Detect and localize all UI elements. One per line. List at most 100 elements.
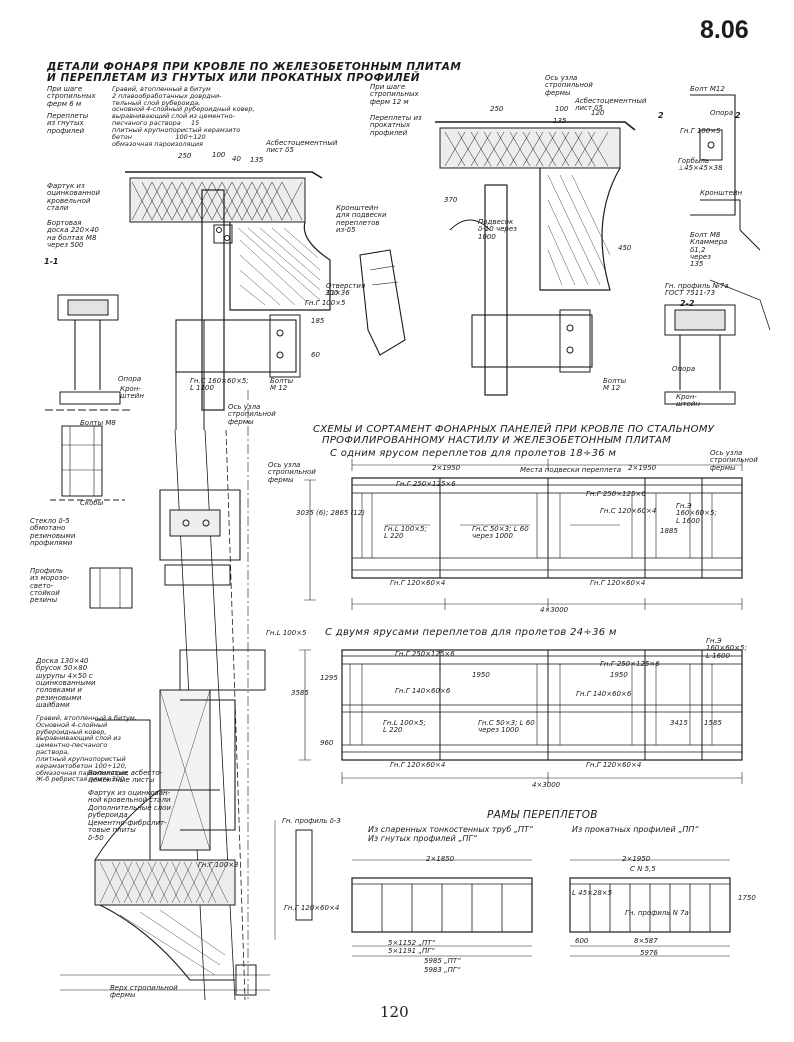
frames-right-label: Из прокатных профилей „ПП“ [572, 825, 699, 834]
label-roof-2: Гравий, втопленный в битум, Основной 4-с… [36, 714, 137, 784]
sheet-number: 8.06 [700, 16, 749, 44]
label-top-beam-2-right: Гн.Г 250×125×6 [600, 660, 660, 668]
label-clips: Скобы [80, 499, 104, 507]
label-profile-7a: Гн. профиль №7а ГОСТ 7511-73 [665, 282, 729, 298]
label-top-beam: Гн.Г 250×125×6 [396, 480, 456, 488]
lantern-detail-12m [435, 94, 771, 405]
dim-3415: 3415 [670, 719, 688, 727]
frames-left-label: Из спаренных тонкостенных труб „ПТ“ [368, 825, 534, 834]
dim-f-5983: 5983 „ПГ“ [424, 966, 461, 974]
label-truss-6m: При шаге стропильных ферм 6 м [47, 85, 96, 108]
label-cement: Цементно-фибролит- товые плиты δ-50 [88, 819, 167, 842]
label-angle-right: Гн.Г 100×5 [680, 127, 721, 135]
label-angle-100-lower: Гн.L 100×5 [266, 629, 307, 637]
dim-1950-b: 1950 [610, 671, 628, 679]
label-bracket-left: Крон- штейн [120, 385, 144, 401]
label-scheme-axis: Ось узла стропильной фермы [268, 461, 316, 484]
dim-f-600: 600 [575, 937, 589, 945]
label-c55: С N 5,5 [630, 865, 656, 873]
dim-40: 40 [232, 155, 241, 163]
label-axis-left: Ось узла стропильной фермы [228, 403, 276, 426]
label-board-2: Доска 130×40 брусок 50×80 шурупы 4×50 с … [36, 657, 96, 710]
label-mid-beam: Гн.Г 140×60×6 [395, 687, 451, 695]
frames-title: РАМЫ ПЕРЕПЛЕТОВ [487, 809, 598, 821]
label-profile-d3: Гн. профиль δ-3 [282, 817, 341, 825]
dim-1885: 1885 [660, 527, 678, 535]
label-gorbyl: Горбыль ⊥45×45×38 [678, 157, 723, 173]
frames [274, 820, 731, 957]
dim-60: 60 [311, 351, 320, 359]
dim-100-right: 100 [555, 105, 569, 113]
label-board: Бортовая доска 220×40 на болтах М8 через… [47, 219, 99, 250]
dim-120-right: 120 [591, 109, 605, 117]
label-bent-profiles: Переплеты из гнутых профилей [47, 112, 89, 135]
label-bolt-m12: Болт М12 [690, 85, 725, 93]
label-apron-2: Фартук из оцинкован- ной кровельной стал… [88, 789, 171, 820]
section-mark-2: 2 [658, 111, 664, 120]
label-wave: Волнистые асбесто- цементные листы [88, 769, 163, 785]
dim-450: 450 [618, 244, 632, 252]
section-2-2: 2-2 [680, 299, 695, 308]
label-support-right: Опора [710, 109, 734, 117]
dim-f-5976: 5976 [640, 949, 658, 957]
label-angle-100: Гн.Г 100×5 [305, 299, 346, 307]
label-bottom-beam-2: Гн.Г 120×60×4 [390, 761, 446, 769]
dim-370: 370 [444, 196, 458, 204]
label-support-left: Опора [118, 375, 142, 383]
dim-2x1950-b: 2×1950 [628, 464, 657, 472]
dim-960: 960 [320, 739, 334, 747]
one-tier-title: С одним ярусом переплетов для пролетов 1… [330, 448, 617, 459]
section-mark-2-right: 2 [735, 111, 741, 120]
label-bolts-right: Болты М 12 [603, 377, 627, 393]
dim-f-5985: 5985 „ПТ“ [424, 957, 461, 965]
label-bottom-beam-2-right: Гн.Г 120×60×4 [586, 761, 642, 769]
dim-f-5x1152: 5×1152 „ПТ“ [388, 939, 436, 947]
label-bracket: Кронштейн для подвески переплетов из-δ5 [336, 204, 387, 235]
dim-f-2x1850: 2×1850 [426, 855, 455, 863]
dim-1585: 1585 [704, 719, 722, 727]
label-apron: Фартук из оцинкованной кровельной стали [47, 182, 101, 213]
main-title-line-1: ДЕТАЛИ ФОНАРЯ ПРИ КРОВЛЕ ПО ЖЕЛЕЗОБЕТОНН… [47, 61, 462, 73]
dim-1950: 1950 [472, 671, 490, 679]
label-bracket-small: Кронштейн [700, 189, 743, 197]
label-asbestos-right: Асбестоцементный лист δ5 [575, 97, 647, 113]
dim-3585: 3585 [291, 689, 309, 697]
section-1-1: 1-1 [44, 257, 59, 266]
label-angle-scheme: Гн.L 100×5; L 220 [384, 525, 427, 541]
dim-1295: 1295 [320, 674, 338, 682]
label-rolled: Переплеты из прокатных профилей [370, 114, 422, 137]
label-top-beam-2: Гн.Г 250×125×6 [395, 650, 455, 658]
label-bottom-beam: Гн.Г 120×60×4 [390, 579, 446, 587]
label-truss-top: Верх стропильной фермы [110, 984, 178, 1000]
label-profile: Профиль из морозо- свето- стойкой резины [30, 567, 70, 605]
schemes-title-line-1: СХЕМЫ И СОРТАМЕНТ ФОНАРНЫХ ПАНЕЛЕЙ ПРИ К… [313, 424, 715, 435]
page-number: 120 [380, 1003, 409, 1021]
label-scheme-axis-right: Ось узла стропильной фермы [710, 449, 758, 472]
dim-135-right: 135 [553, 117, 567, 125]
label-angle-scheme-2: Гн.L 100×5; L 220 [383, 719, 426, 735]
dim-f-8x587: 8×587 [634, 937, 658, 945]
frames-left-label-2: Из гнутых профилей „ПГ“ [368, 834, 477, 843]
label-bottom-beam-right: Гн.Г 120×60×4 [590, 579, 646, 587]
label-support-2: Опора [672, 365, 696, 373]
label-truss-12m: При шаге стропильных ферм 12 м [370, 83, 419, 106]
dim-250: 250 [178, 152, 192, 160]
dim-185: 185 [311, 317, 325, 325]
label-p7a: Гн. профиль N 7а [625, 909, 689, 917]
label-roof-layers: Гравий, втопленный в битум 2 плавообрабо… [112, 85, 255, 148]
scheme-two-tier [299, 649, 743, 784]
dim-4x3000: 4×3000 [540, 606, 569, 614]
main-title-line-2: И ПЕРЕПЛЕТАМ ИЗ ГНУТЫХ ИЛИ ПРОКАТНЫХ ПРО… [47, 72, 421, 84]
label-glass: Стекло δ-5 обмотано резиновыми профилями [30, 517, 76, 548]
label-bolts: Болты М 12 [270, 377, 294, 393]
dim-3035: 3035 (6); 2865 (12) [296, 509, 365, 517]
schemes-title-line-2: ПРОФИЛИРОВАННОМУ НАСТИЛУ И ЖЕЛЕЗОБЕТОННЫ… [322, 435, 672, 446]
label-bolt-m8: Болт М8 Кламмера δ1,2 через 135 [690, 231, 728, 269]
dim-300: 300 [325, 289, 339, 297]
label-c100: Гн.Г 100×3 [198, 861, 239, 869]
dim-4x3000-b: 4×3000 [532, 781, 561, 789]
label-holes: Отверстия 11×36 [326, 282, 366, 298]
label-c160-2: Гн.Э 160×60×5; L 1600 [706, 637, 747, 660]
